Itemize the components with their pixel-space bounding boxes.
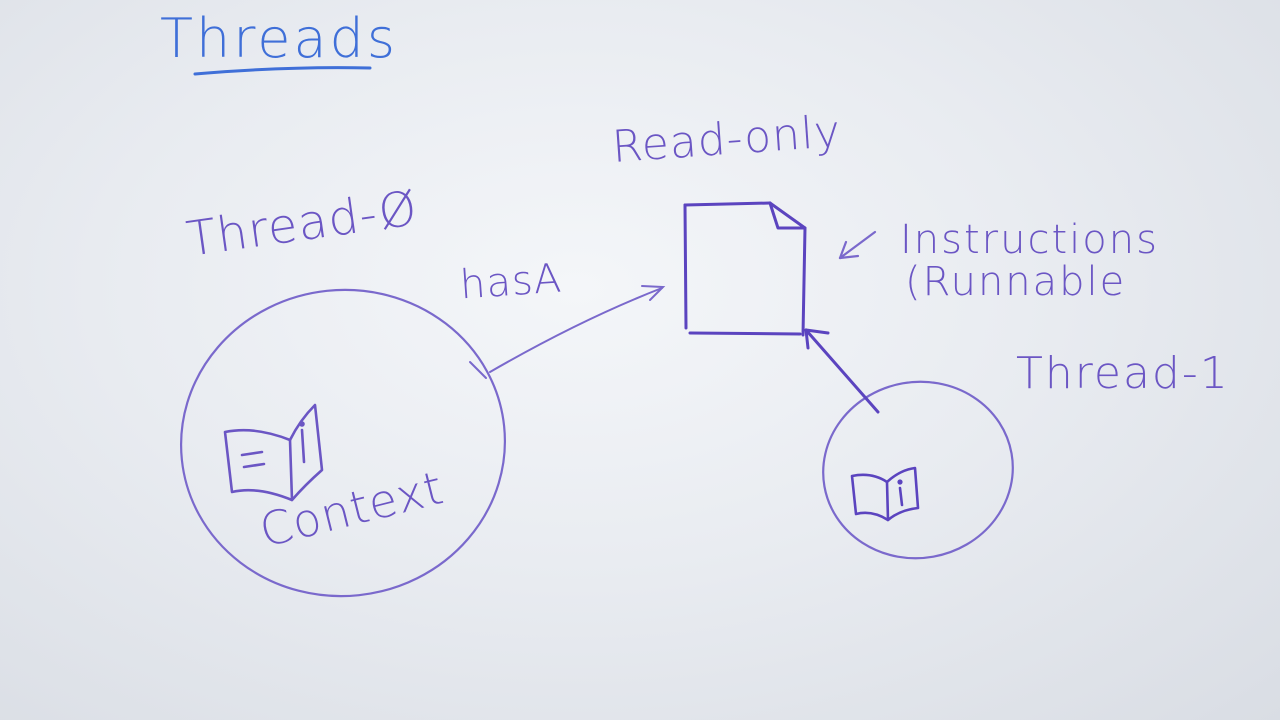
page-title: Threads bbox=[160, 7, 398, 70]
has-a-tick bbox=[469, 361, 487, 379]
small-book-icon bbox=[850, 466, 920, 522]
book-icon bbox=[223, 403, 324, 502]
thread-1-arrow bbox=[804, 328, 880, 414]
runnable-label: (Runnable bbox=[905, 259, 1127, 305]
thread-1-circle bbox=[822, 380, 1014, 560]
has-a-label: hasA bbox=[458, 255, 564, 309]
title-underline bbox=[193, 66, 372, 76]
thread-0-circle bbox=[179, 288, 507, 598]
document-icon bbox=[683, 201, 807, 337]
has-a-arrow bbox=[489, 287, 663, 373]
has-a-arrowhead bbox=[641, 285, 666, 301]
thread-1-label: Thread-1 bbox=[1016, 348, 1230, 399]
instructions-label: Instructions bbox=[900, 217, 1159, 263]
instructions-arrow bbox=[838, 230, 877, 260]
